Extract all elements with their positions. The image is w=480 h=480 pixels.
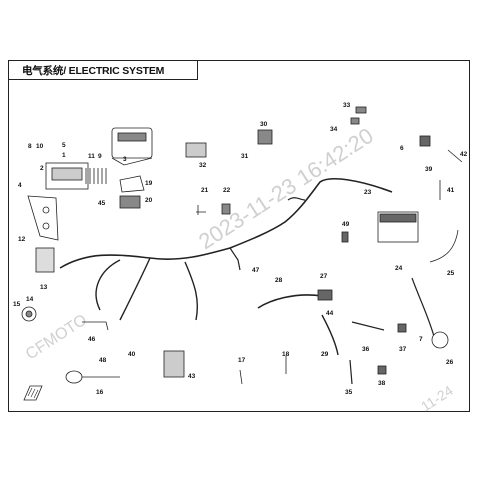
callout-32: 32 [199,162,207,169]
callout-41: 41 [447,187,455,194]
callout-47: 47 [252,267,260,274]
callout-9: 9 [98,153,102,160]
callout-42: 42 [460,151,468,158]
relay-box [111,127,153,159]
callout-20: 20 [145,197,153,204]
callout-14: 14 [26,296,34,303]
callout-27: 27 [320,273,328,280]
callout-15: 15 [13,301,21,308]
callout-26: 26 [446,359,454,366]
relay [317,289,333,301]
callout-7: 7 [419,336,423,343]
callout-labels: 1 2 3 4 5 6 7 8 9 10 11 12 13 14 15 16 1… [13,102,468,396]
callout-38: 38 [378,380,386,387]
callout-19: 19 [145,180,153,187]
callout-43: 43 [188,373,196,380]
callout-31: 31 [241,153,249,160]
callout-48: 48 [99,357,107,364]
callout-16: 16 [96,389,104,396]
callout-22: 22 [223,187,231,194]
callout-12: 12 [18,236,26,243]
callout-21: 21 [201,187,209,194]
callout-44: 44 [326,310,334,317]
callout-33: 33 [343,102,351,109]
callout-1: 1 [62,152,66,159]
callout-35: 35 [345,389,353,396]
callout-8: 8 [28,143,32,150]
callout-30: 30 [260,121,268,128]
callout-49: 49 [342,221,350,228]
callout-11: 11 [88,153,95,160]
callout-40: 40 [128,351,136,358]
control-unit [163,350,185,378]
diagram-frame [8,60,470,412]
callout-10: 10 [36,143,44,150]
callout-36: 36 [362,346,370,353]
callout-24: 24 [395,265,403,272]
battery-negative-cable [429,229,459,263]
callout-23: 23 [364,189,372,196]
book-icon [23,385,43,401]
callout-29: 29 [321,351,329,358]
callout-18: 18 [282,351,290,358]
callout-45: 45 [98,200,106,207]
callout-25: 25 [447,270,455,277]
callout-39: 39 [425,166,433,173]
bracket [27,195,59,241]
callout-34: 34 [330,126,338,133]
speed-sensor [411,277,436,341]
callout-3: 3 [123,156,127,163]
watermark-right: 11-24 [418,382,456,414]
wire-lead [257,294,323,309]
callout-37: 37 [399,346,407,353]
title-box [8,60,198,80]
callout-4: 4 [18,182,22,189]
callout-13: 13 [40,284,48,291]
callout-17: 17 [238,357,246,364]
callout-46: 46 [88,336,96,343]
watermark-timestamp: 2023-11-23 16:42:20 [194,123,378,254]
page-title: 电气系统/ ELECTRIC SYSTEM [22,65,165,77]
main-harness [59,178,393,269]
callout-28: 28 [275,277,283,284]
callout-6: 6 [400,145,404,152]
indicator-module [119,175,145,193]
callout-2: 2 [40,165,44,172]
regulator [185,142,207,158]
callout-5: 5 [62,142,66,149]
ecu-module [35,247,55,273]
